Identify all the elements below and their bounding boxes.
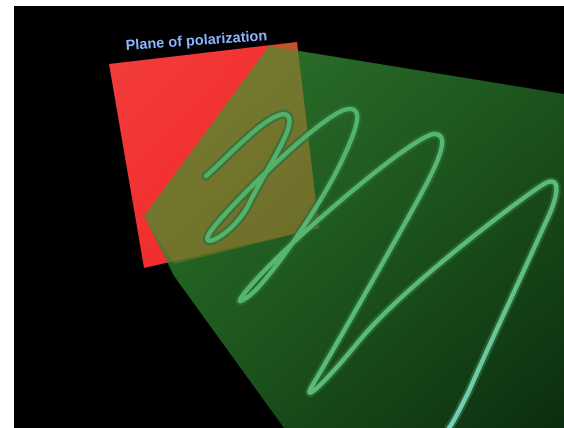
polarization-scene: Plane of polarization bbox=[14, 6, 564, 428]
wave-tube bbox=[203, 106, 559, 428]
